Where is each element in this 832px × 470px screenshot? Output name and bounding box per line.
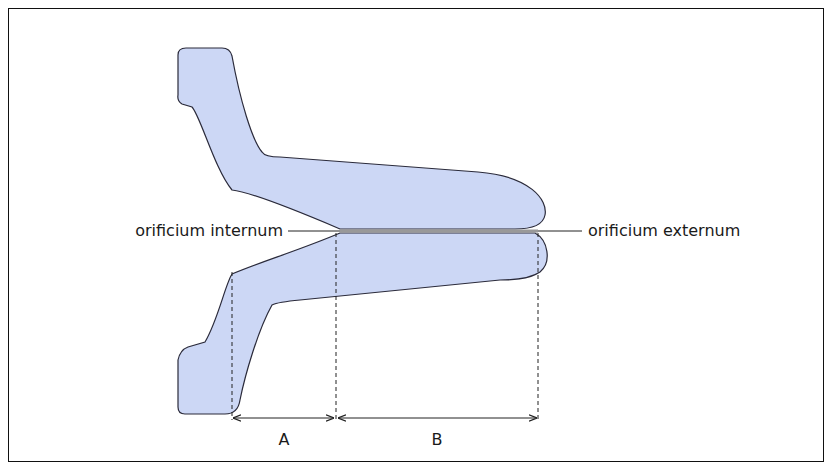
dimension-guide [538, 233, 539, 420]
cervical-canal [340, 230, 538, 233]
dimension-guide [336, 233, 337, 420]
leader-line [538, 231, 582, 232]
lower-lip [178, 233, 547, 414]
structure-label: orificium internum [135, 221, 283, 240]
frame-border [9, 9, 824, 462]
dimension-arrow [233, 418, 334, 419]
dimension-label: B [432, 430, 443, 449]
upper-lip [178, 48, 545, 229]
structure-label: orificium externum [588, 221, 740, 240]
dimension-label: A [279, 430, 290, 449]
leader-line [288, 231, 340, 232]
dimension-guide [232, 272, 233, 420]
dimension-arrow [338, 418, 537, 419]
